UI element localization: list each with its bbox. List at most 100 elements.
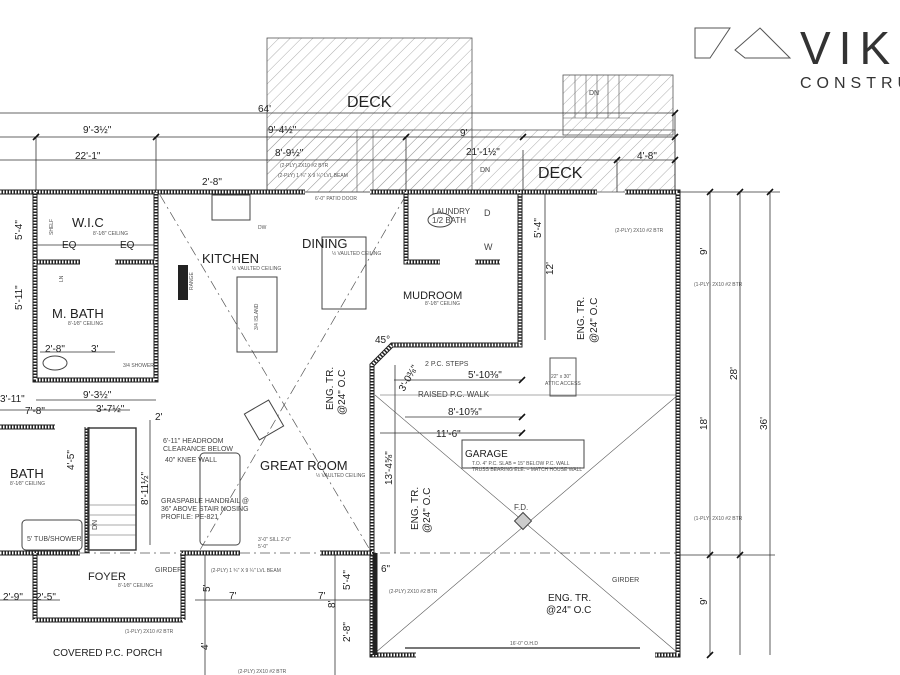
svg-text:8'-11½": 8'-11½" bbox=[140, 471, 151, 505]
svg-text:9': 9' bbox=[699, 597, 710, 605]
svg-text:EQ: EQ bbox=[120, 240, 135, 251]
svg-text:5'-4": 5'-4" bbox=[533, 218, 544, 238]
svg-text:5'-4": 5'-4" bbox=[342, 570, 353, 590]
dimension-lines bbox=[0, 112, 780, 675]
svg-text:3'-0" SILL 2'-0": 3'-0" SILL 2'-0" bbox=[258, 537, 291, 543]
toilet-master bbox=[42, 355, 68, 371]
company-logo: VIK CONSTRU bbox=[694, 22, 900, 92]
svg-text:ATTIC ACCESS: ATTIC ACCESS bbox=[545, 381, 581, 387]
svg-text:ENG. TR.: ENG. TR. bbox=[548, 593, 591, 604]
svg-text:@24" O.C: @24" O.C bbox=[422, 488, 433, 533]
svg-text:40" KNEE WALL: 40" KNEE WALL bbox=[165, 457, 217, 464]
dimension-ticks bbox=[32, 109, 774, 659]
svg-text:6'-0" PATIO DOOR: 6'-0" PATIO DOOR bbox=[315, 196, 357, 202]
ceiling-notes: 8'-1⁄8" CEILING ½ VAULTED CEILING ½ VAUL… bbox=[10, 231, 460, 589]
svg-text:ENG. TR.: ENG. TR. bbox=[325, 367, 336, 410]
svg-text:2'-5": 2'-5" bbox=[36, 592, 56, 603]
svg-text:8'-1⁄8" CEILING: 8'-1⁄8" CEILING bbox=[68, 321, 103, 327]
svg-text:7'-8": 7'-8" bbox=[25, 406, 45, 417]
svg-text:T.O. 4" P.C. SLAB = 15" BELOW: T.O. 4" P.C. SLAB = 15" BELOW P.C. WALL bbox=[472, 461, 570, 467]
svg-text:DN: DN bbox=[589, 90, 599, 97]
svg-text:CONSTRU: CONSTRU bbox=[800, 75, 900, 92]
dining-table bbox=[321, 236, 367, 310]
svg-text:21'-1½": 21'-1½" bbox=[466, 147, 500, 158]
svg-text:(2-PLY) 2X10 #2 BTR: (2-PLY) 2X10 #2 BTR bbox=[389, 589, 438, 595]
sofa bbox=[199, 452, 241, 546]
svg-text:(1-PLY) 2X10 #2 BTR: (1-PLY) 2X10 #2 BTR bbox=[125, 629, 174, 635]
kitchen-label: KITCHEN bbox=[202, 251, 259, 266]
svg-text:3'-0⅜": 3'-0⅜" bbox=[397, 363, 421, 393]
stair-well bbox=[87, 427, 137, 551]
svg-text:6'-11" HEADROOM: 6'-11" HEADROOM bbox=[163, 438, 224, 445]
svg-text:3': 3' bbox=[91, 344, 99, 355]
svg-text:22'-1": 22'-1" bbox=[75, 151, 101, 162]
svg-text:CLEARANCE BELOW: CLEARANCE BELOW bbox=[163, 446, 233, 453]
svg-text:9': 9' bbox=[699, 247, 710, 255]
svg-text:2'-8": 2'-8" bbox=[202, 177, 222, 188]
svg-text:@24" O.C: @24" O.C bbox=[546, 605, 591, 616]
laundry-label: LAUNDRY bbox=[432, 207, 471, 216]
svg-text:22" x 30": 22" x 30" bbox=[551, 374, 571, 380]
garage-info-box bbox=[461, 439, 585, 469]
plan-notes: 6'-11" HEADROOM CLEARANCE BELOW 40" KNEE… bbox=[27, 90, 743, 675]
svg-text:(2-PLY) 2X10 #2 BTR: (2-PLY) 2X10 #2 BTR bbox=[280, 163, 329, 169]
svg-text:8'-10⅝": 8'-10⅝" bbox=[448, 407, 482, 418]
svg-text:18': 18' bbox=[699, 417, 710, 430]
svg-text:8'-1⁄8" CEILING: 8'-1⁄8" CEILING bbox=[118, 583, 153, 589]
svg-text:EQ: EQ bbox=[62, 240, 77, 251]
svg-text:6": 6" bbox=[381, 564, 391, 575]
svg-text:3'-7½": 3'-7½" bbox=[96, 404, 125, 415]
svg-text:7': 7' bbox=[318, 591, 326, 602]
svg-text:2': 2' bbox=[155, 412, 163, 423]
mudroom-label: MUDROOM bbox=[403, 290, 462, 302]
svg-text:ENG. TR.: ENG. TR. bbox=[576, 297, 587, 340]
svg-text:8'-1⁄8" CEILING: 8'-1⁄8" CEILING bbox=[10, 481, 45, 487]
svg-text:3/4 ISLAND: 3/4 ISLAND bbox=[254, 303, 260, 330]
svg-text:2'-8": 2'-8" bbox=[342, 622, 353, 642]
svg-text:4'-8": 4'-8" bbox=[637, 151, 657, 162]
svg-text:2'-9": 2'-9" bbox=[3, 592, 23, 603]
svg-text:@24" O.C: @24" O.C bbox=[337, 370, 348, 415]
svg-text:DW: DW bbox=[258, 225, 267, 231]
svg-text:½ VAULTED CEILING: ½ VAULTED CEILING bbox=[232, 265, 281, 272]
wic-label: W.I.C bbox=[72, 215, 104, 230]
dining-label: DINING bbox=[302, 236, 348, 251]
svg-text:8'-1⁄8" CEILING: 8'-1⁄8" CEILING bbox=[425, 301, 460, 307]
attic-access bbox=[549, 357, 577, 397]
svg-text:D: D bbox=[484, 208, 491, 218]
svg-text:45°: 45° bbox=[375, 335, 390, 346]
walk-label: RAISED P.C. WALK bbox=[418, 390, 490, 399]
svg-text:TRUSS BEARING ELE. = MATCH HOU: TRUSS BEARING ELE. = MATCH HOUSE WALL bbox=[472, 467, 582, 473]
svg-text:½ VAULTED CEILING: ½ VAULTED CEILING bbox=[316, 472, 365, 479]
svg-text:W: W bbox=[484, 242, 493, 252]
svg-text:ENG. TR.: ENG. TR. bbox=[410, 487, 421, 530]
svg-text:LN: LN bbox=[59, 275, 65, 282]
svg-text:9': 9' bbox=[460, 128, 468, 139]
svg-text:(2-PLY) 1 ¾" X 9 ¼" LVL BEAM: (2-PLY) 1 ¾" X 9 ¼" LVL BEAM bbox=[278, 173, 348, 179]
svg-text:5'-4": 5'-4" bbox=[14, 220, 25, 240]
svg-text:11'-6": 11'-6" bbox=[436, 429, 461, 440]
range bbox=[178, 265, 188, 300]
svg-text:5'-10⅜": 5'-10⅜" bbox=[468, 370, 502, 381]
kitchen-island bbox=[236, 276, 278, 353]
deck-upper-label: DECK bbox=[347, 94, 392, 111]
deck-lower-label: DECK bbox=[538, 165, 583, 182]
svg-text:@24" O.C: @24" O.C bbox=[589, 298, 600, 343]
svg-text:4': 4' bbox=[200, 642, 211, 650]
svg-text:5'-11": 5'-11" bbox=[14, 285, 25, 310]
svg-text:3/4 SHOWER: 3/4 SHOWER bbox=[123, 363, 154, 369]
toilet bbox=[427, 212, 453, 228]
garage-floor-drain bbox=[513, 511, 533, 531]
steps-label: 2 P.C. STEPS bbox=[425, 361, 469, 368]
master-bath-label: M. BATH bbox=[52, 306, 104, 321]
great-room-label: GREAT ROOM bbox=[260, 458, 348, 473]
vault-lines bbox=[0, 194, 680, 654]
svg-text:8'-1⁄8" CEILING: 8'-1⁄8" CEILING bbox=[93, 231, 128, 237]
porch-label: COVERED P.C. PORCH bbox=[53, 648, 162, 659]
svg-text:GIRDER: GIRDER bbox=[612, 577, 639, 584]
svg-text:5' TUB/SHOWER: 5' TUB/SHOWER bbox=[27, 536, 82, 543]
room-labels: DECK DECK W.I.C KITCHEN DINING LAUNDRY 1… bbox=[10, 94, 583, 659]
svg-text:13'-4⅝": 13'-4⅝" bbox=[384, 451, 395, 485]
svg-text:2'-8": 2'-8" bbox=[45, 344, 65, 355]
